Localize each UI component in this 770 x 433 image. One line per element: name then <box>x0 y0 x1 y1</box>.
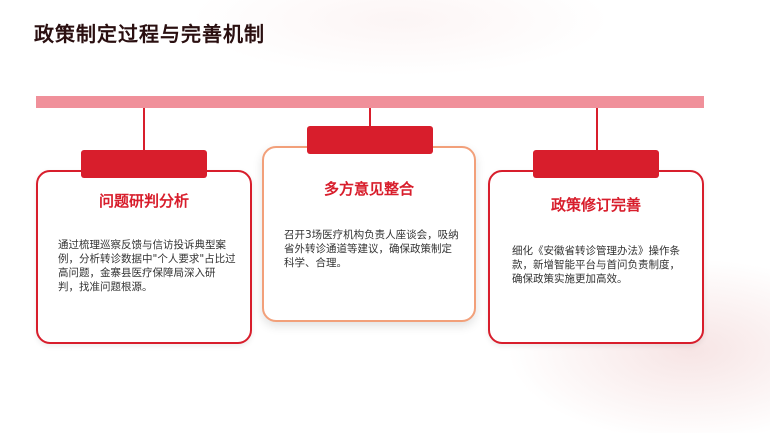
card-1-heading: 问题研判分析 <box>98 192 189 210</box>
card-opinion-integration <box>262 146 476 322</box>
card-3-heading: 政策修订完善 <box>550 196 641 214</box>
card-2-tab <box>307 126 433 154</box>
card-3-tab <box>533 150 659 178</box>
timeline-bar <box>36 96 704 108</box>
card-1-body: 通过梳理巡察反馈与信访投诉典型案例，分析转诊数据中"个人要求"占比过高问题，金寨… <box>58 239 236 293</box>
card-1-tab <box>81 150 207 178</box>
card-problem-analysis <box>36 170 252 344</box>
card-2-body: 召开3场医疗机构负责人座谈会，吸纳省外转诊通道等建议，确保政策制定科学、合理。 <box>284 229 459 269</box>
connector-3 <box>596 108 598 150</box>
card-policy-revision <box>488 170 704 344</box>
card-2-heading: 多方意见整合 <box>323 180 414 198</box>
page-title: 政策制定过程与完善机制 <box>34 22 265 46</box>
card-3-body: 细化《安徽省转诊管理办法》操作条款，新增智能平台与首问负责制度，确保政策实施更加… <box>512 245 680 285</box>
connector-1 <box>143 108 145 150</box>
connector-2 <box>369 108 371 128</box>
